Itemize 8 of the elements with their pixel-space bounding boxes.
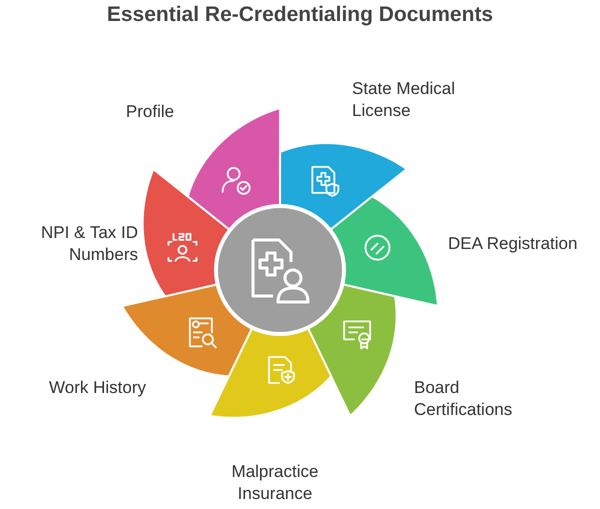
segment-label: Malpractice Insurance	[230, 460, 320, 505]
segment-label: NPI & Tax ID Numbers	[40, 222, 138, 266]
segment-label: Profile	[124, 101, 176, 123]
segment-label: Work History	[48, 376, 146, 399]
diagram-title: Essential Re-Credentialing Documents	[106, 2, 494, 28]
segment-label: Board Certifications	[414, 376, 514, 421]
segment-label: State Medical License	[352, 78, 456, 122]
segment-label: DEA Registration	[448, 232, 578, 255]
